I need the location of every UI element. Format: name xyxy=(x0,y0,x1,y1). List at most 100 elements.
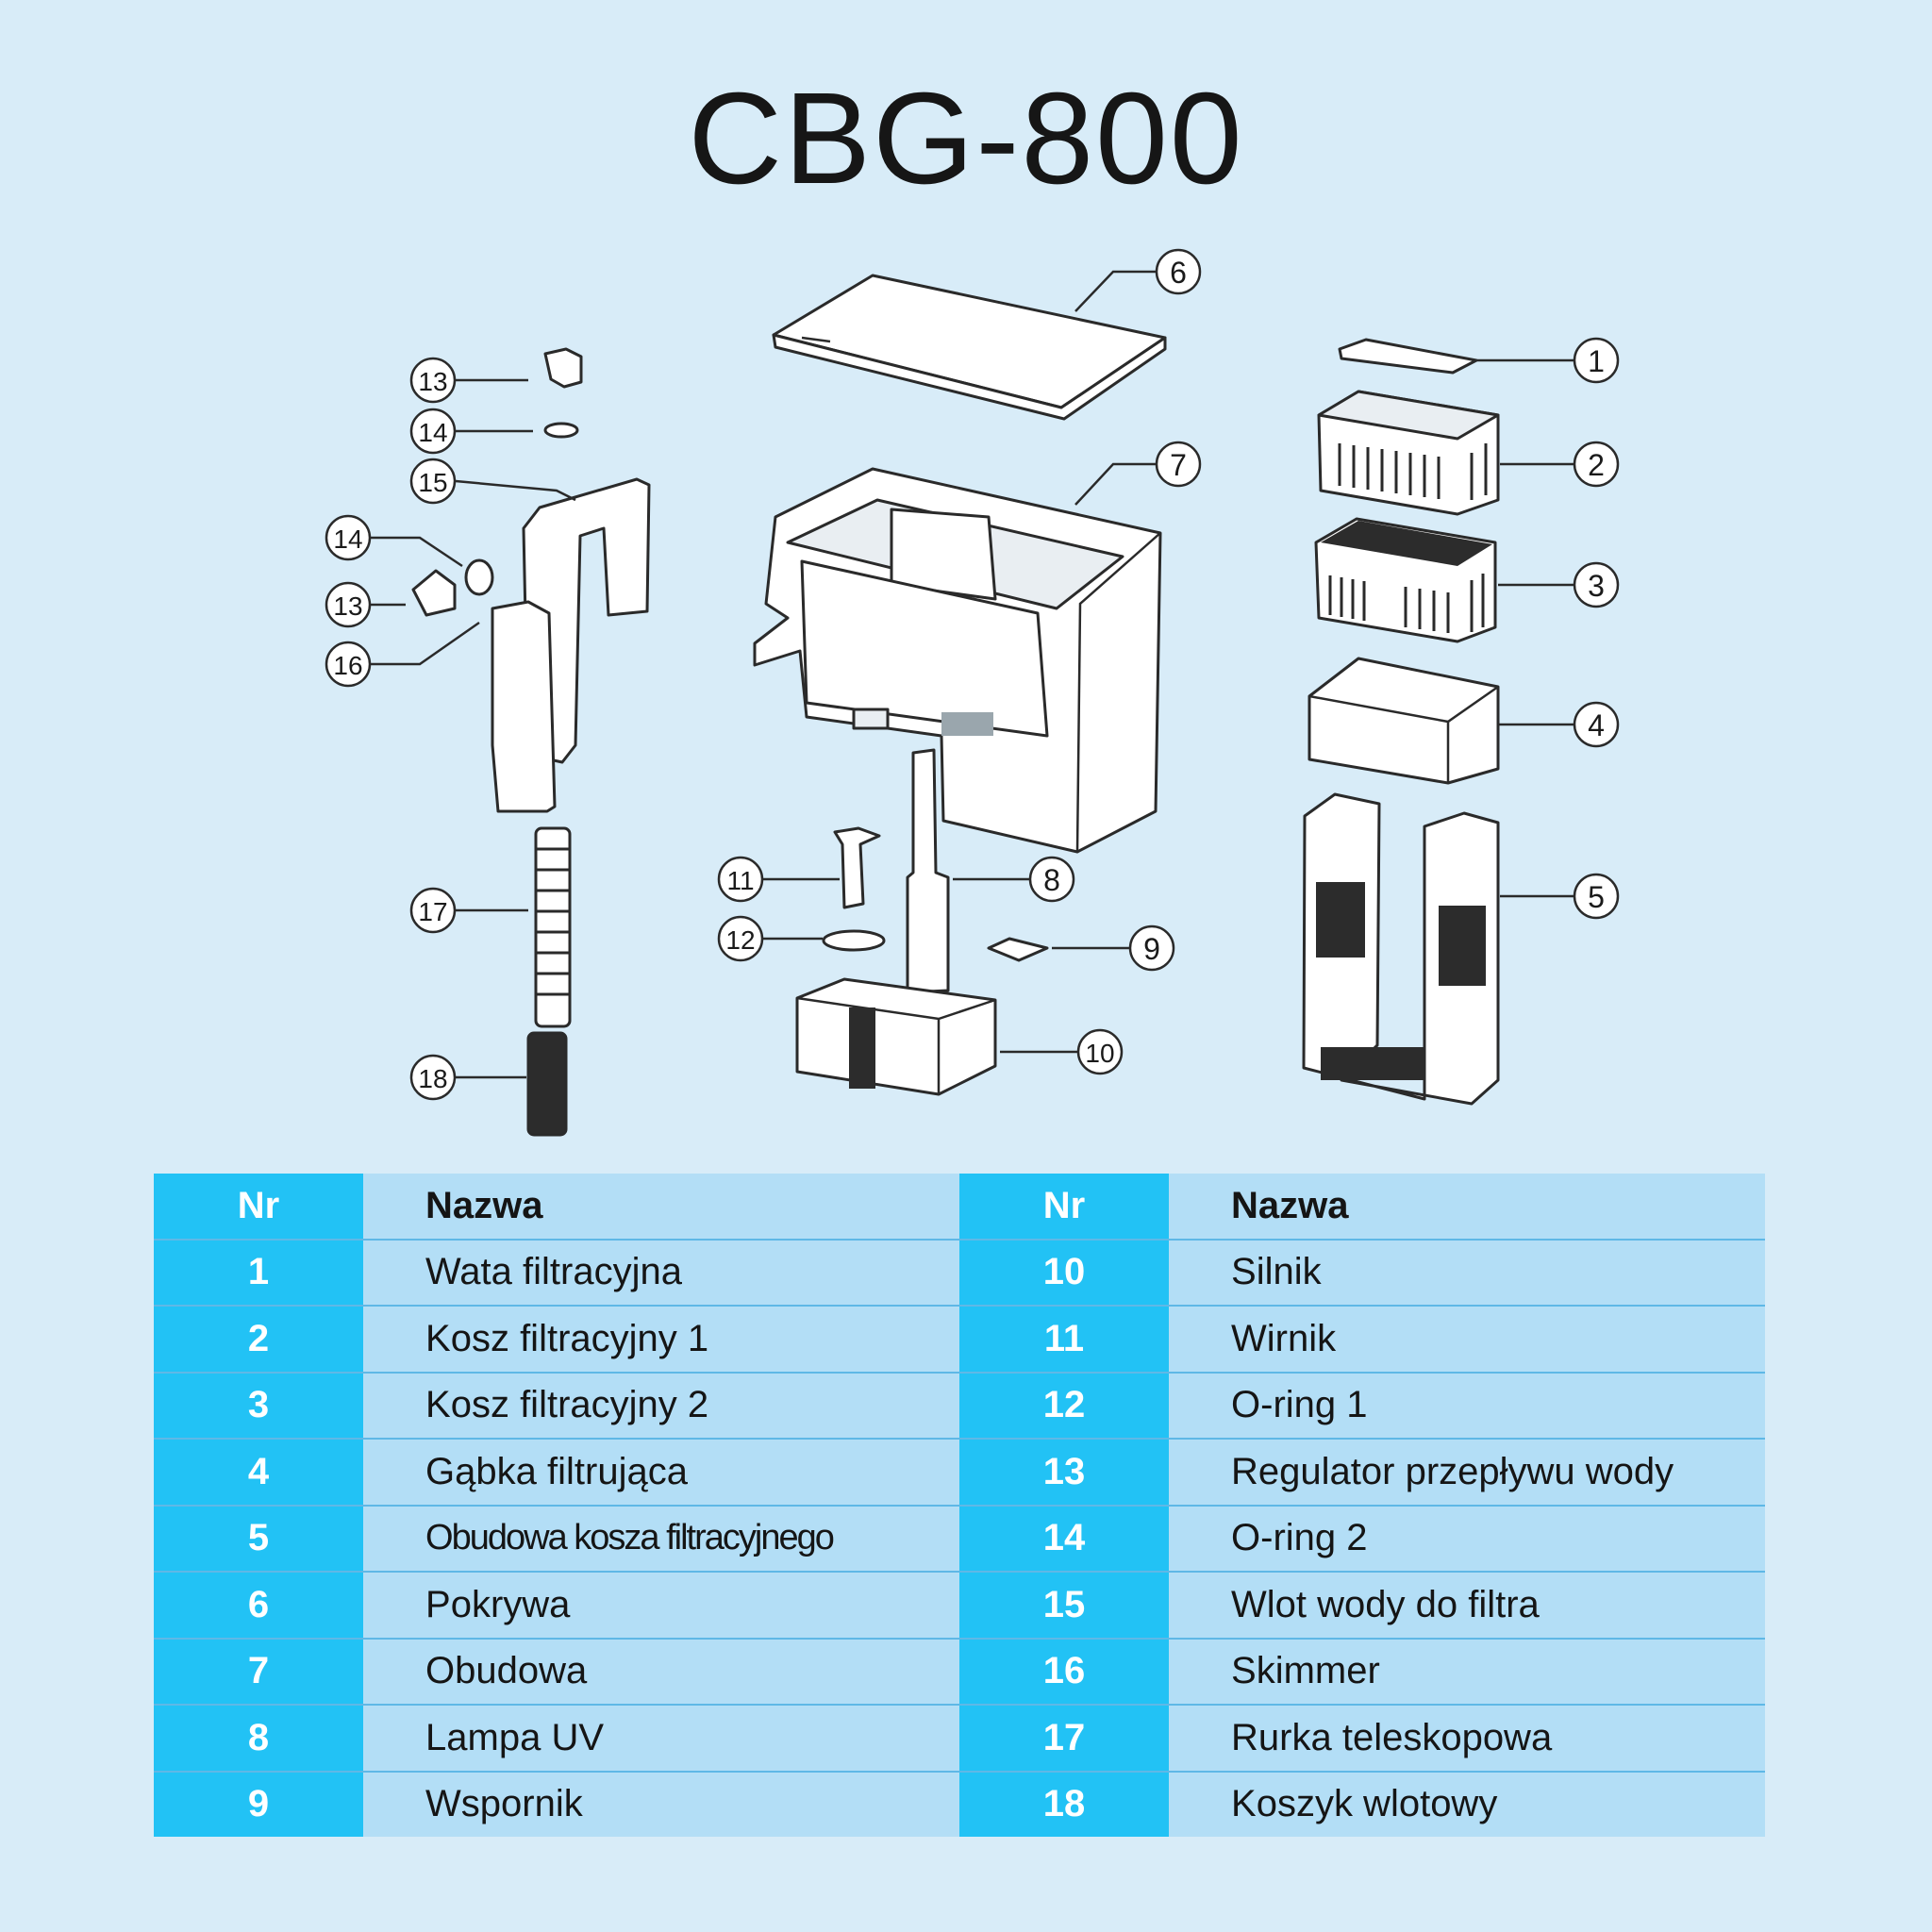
row-name-left: Pokrywa xyxy=(363,1572,959,1640)
part-basket-1 xyxy=(1317,390,1500,516)
part-uv-lamp xyxy=(906,748,950,994)
table-row: 4 Gąbka filtrująca 13 Regulator przepływ… xyxy=(154,1439,1765,1507)
table-header-row: Nr Nazwa Nr Nazwa xyxy=(154,1174,1765,1241)
exploded-view-diagram: 6 7 1 2 3 4 5 8 9 10 11 12 13 14 15 14 1… xyxy=(325,248,1620,1137)
callout-13-side: 13 xyxy=(325,581,372,628)
part-housing xyxy=(753,467,1162,854)
row-nr-right: 11 xyxy=(958,1306,1170,1374)
callout-5: 5 xyxy=(1573,873,1620,920)
row-nr-right: 12 xyxy=(958,1372,1170,1440)
page-title: CBG-800 xyxy=(688,66,1244,211)
svg-text:14: 14 xyxy=(418,418,447,447)
row-name-right: Wirnik xyxy=(1169,1306,1765,1374)
svg-text:16: 16 xyxy=(333,651,362,680)
header-nr-left: Nr xyxy=(154,1174,364,1241)
part-intake-basket xyxy=(526,1031,568,1137)
callout-1: 1 xyxy=(1573,337,1620,384)
row-name-left: Obudowa xyxy=(363,1638,959,1706)
callout-7: 7 xyxy=(1155,441,1202,488)
svg-text:18: 18 xyxy=(418,1064,447,1093)
row-name-left: Lampa UV xyxy=(363,1705,959,1773)
part-telescopic-tube xyxy=(534,826,572,1028)
part-flow-regulator-side xyxy=(411,569,457,617)
part-basket-housing xyxy=(1302,792,1500,1106)
row-nr-right: 13 xyxy=(958,1439,1170,1507)
callout-14-top: 14 xyxy=(409,408,457,455)
parts-table: Nr Nazwa Nr Nazwa 1 Wata filtracyjna 10 … xyxy=(154,1174,1765,1837)
part-skimmer xyxy=(491,600,557,813)
svg-text:10: 10 xyxy=(1085,1039,1114,1068)
callout-10: 10 xyxy=(1076,1028,1124,1075)
row-nr-right: 16 xyxy=(958,1638,1170,1706)
part-oring-1 xyxy=(822,929,886,952)
row-name-left: Wata filtracyjna xyxy=(363,1239,959,1307)
callout-17: 17 xyxy=(409,887,457,934)
part-filter-wool xyxy=(1338,338,1478,375)
callout-9: 9 xyxy=(1128,924,1175,972)
row-name-left: Wspornik xyxy=(363,1771,959,1837)
table-row: 7 Obudowa 16 Skimmer xyxy=(154,1638,1765,1706)
svg-text:7: 7 xyxy=(1170,448,1187,482)
part-bracket xyxy=(987,937,1049,962)
row-nr-right: 17 xyxy=(958,1705,1170,1773)
part-oring-2-side xyxy=(464,558,494,596)
callout-13-top: 13 xyxy=(409,357,457,404)
svg-text:8: 8 xyxy=(1043,863,1060,897)
svg-text:5: 5 xyxy=(1588,880,1605,914)
row-nr-left: 2 xyxy=(154,1306,364,1374)
row-nr-left: 8 xyxy=(154,1705,364,1773)
svg-text:1: 1 xyxy=(1588,344,1605,378)
row-name-left: Obudowa kosza filtracyjnego xyxy=(363,1505,959,1573)
svg-text:13: 13 xyxy=(333,591,362,621)
part-basket-2 xyxy=(1314,517,1497,643)
part-flow-regulator-top xyxy=(543,347,583,389)
row-name-right: Rurka teleskopowa xyxy=(1169,1705,1765,1773)
row-name-left: Gąbka filtrująca xyxy=(363,1439,959,1507)
row-nr-left: 7 xyxy=(154,1638,364,1706)
callout-18: 18 xyxy=(409,1054,457,1101)
row-name-right: Wlot wody do filtra xyxy=(1169,1572,1765,1640)
row-name-right: Koszyk wlotowy xyxy=(1169,1771,1765,1837)
header-name-left: Nazwa xyxy=(363,1174,959,1241)
svg-text:15: 15 xyxy=(418,468,447,497)
row-nr-left: 9 xyxy=(154,1771,364,1837)
row-nr-left: 4 xyxy=(154,1439,364,1507)
header-nr-right: Nr xyxy=(958,1174,1170,1241)
row-nr-left: 3 xyxy=(154,1372,364,1440)
callout-12: 12 xyxy=(717,915,764,962)
row-nr-right: 18 xyxy=(958,1771,1170,1837)
row-name-right: O-ring 2 xyxy=(1169,1505,1765,1573)
svg-text:11: 11 xyxy=(726,866,754,895)
row-nr-right: 10 xyxy=(958,1239,1170,1307)
table-row: 9 Wspornik 18 Koszyk wlotowy xyxy=(154,1771,1765,1837)
row-nr-right: 15 xyxy=(958,1572,1170,1640)
part-lid xyxy=(772,274,1167,421)
callout-3: 3 xyxy=(1573,561,1620,608)
header-name-right: Nazwa xyxy=(1169,1174,1765,1241)
row-name-right: Skimmer xyxy=(1169,1638,1765,1706)
svg-text:13: 13 xyxy=(418,367,447,396)
row-name-right: Regulator przepływu wody xyxy=(1169,1439,1765,1507)
part-sponge xyxy=(1307,657,1500,785)
table-row: 2 Kosz filtracyjny 1 11 Wirnik xyxy=(154,1306,1765,1374)
table-row: 6 Pokrywa 15 Wlot wody do filtra xyxy=(154,1572,1765,1640)
svg-text:14: 14 xyxy=(333,525,362,554)
svg-text:12: 12 xyxy=(725,925,755,955)
svg-text:3: 3 xyxy=(1588,569,1605,603)
table-row: 1 Wata filtracyjna 10 Silnik xyxy=(154,1239,1765,1307)
callout-4: 4 xyxy=(1573,701,1620,748)
part-motor xyxy=(795,977,997,1096)
row-nr-left: 5 xyxy=(154,1505,364,1573)
callout-group: 6 7 1 2 3 4 5 8 9 10 11 12 13 14 15 14 1… xyxy=(325,248,1620,1101)
row-name-left: Kosz filtracyjny 1 xyxy=(363,1306,959,1374)
svg-text:17: 17 xyxy=(418,897,447,926)
part-oring-2-top xyxy=(543,422,579,439)
callout-15: 15 xyxy=(409,458,457,505)
part-impeller xyxy=(833,826,881,909)
row-nr-right: 14 xyxy=(958,1505,1170,1573)
table-row: 8 Lampa UV 17 Rurka teleskopowa xyxy=(154,1705,1765,1773)
row-name-right: Silnik xyxy=(1169,1239,1765,1307)
row-name-left: Kosz filtracyjny 2 xyxy=(363,1372,959,1440)
svg-text:4: 4 xyxy=(1588,708,1605,742)
row-nr-left: 1 xyxy=(154,1239,364,1307)
